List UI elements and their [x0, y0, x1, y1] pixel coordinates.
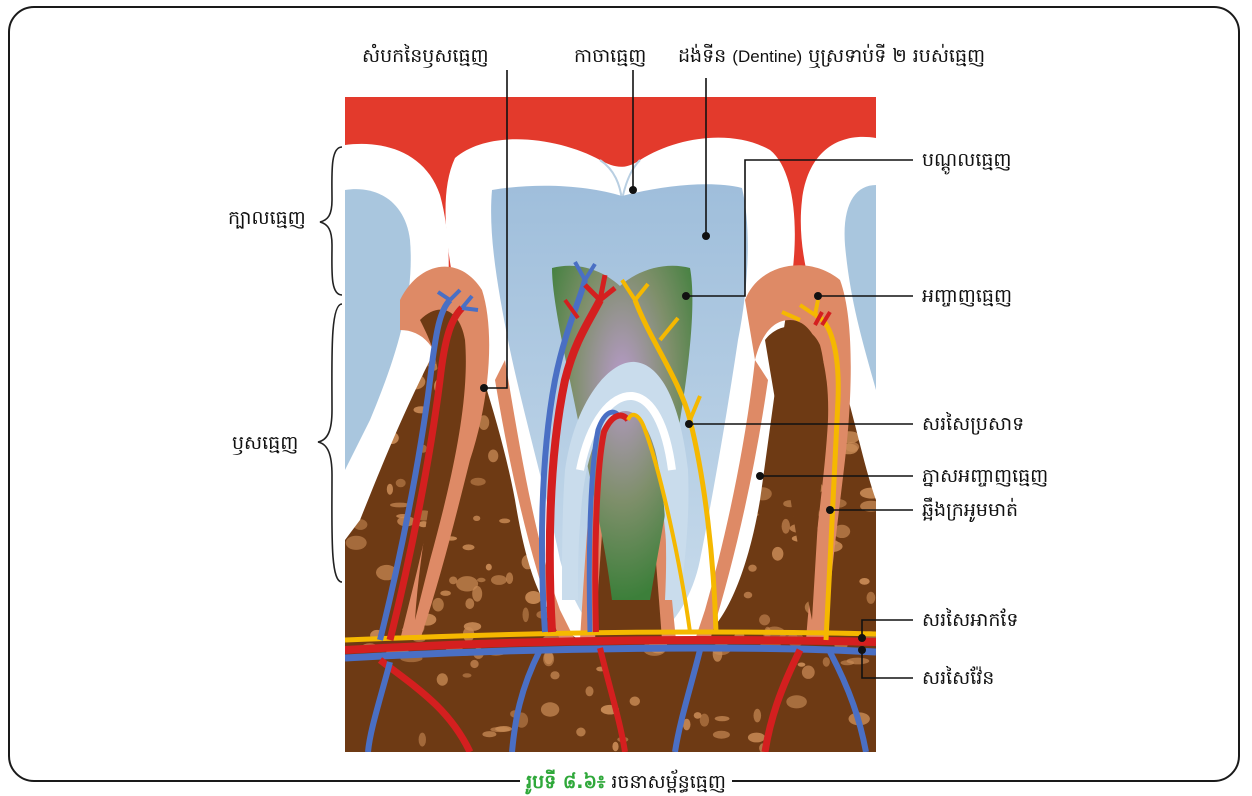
label-enamel: កាចាធ្មេញ — [574, 44, 646, 68]
label-crown: ក្បាលធ្មេញ — [228, 206, 306, 230]
label-nerve: សរសៃប្រសាទ — [922, 412, 1024, 436]
label-dentine-khmer: ដង់ទីន — [678, 45, 726, 67]
root-brace — [318, 304, 342, 582]
label-artery: សរសៃអាកទែ — [922, 608, 1018, 632]
figure-caption: រូបទី ៨.៦៖ រចនាសម្ព័ន្ធធ្មេញ — [0, 770, 1252, 795]
crown-brace — [320, 147, 342, 295]
caption-prefix: រូបទី ៨.៦៖ — [526, 771, 605, 793]
label-pulp-cavity: បណ្ដូលធ្មេញ — [922, 148, 1012, 172]
label-jaw-bone: ឆ្អឹងក្រអូមមាត់ — [922, 498, 1018, 522]
label-root: ឫសធ្មេញ — [232, 431, 298, 455]
label-periodontal-membrane: ភ្នាសអញ្ចាញធ្មេញ — [922, 464, 1048, 488]
label-vein: សរសៃវ៉ែន — [922, 666, 994, 690]
caption-title: រចនាសម្ព័ន្ធធ្មេញ — [611, 771, 726, 793]
label-dentine-desc: ឬស្រទាប់ទី ២ របស់ធ្មេញ — [808, 45, 985, 67]
label-dentine: ដង់ទីន (Dentine) ឬស្រទាប់ទី ២ របស់ធ្មេញ — [678, 44, 985, 69]
label-dentine-latin: (Dentine) — [732, 47, 802, 66]
label-gum: អញ្ចាញធ្មេញ — [922, 284, 1012, 308]
label-root-canal: សំបកនៃឫសធ្មេញ — [362, 44, 489, 68]
